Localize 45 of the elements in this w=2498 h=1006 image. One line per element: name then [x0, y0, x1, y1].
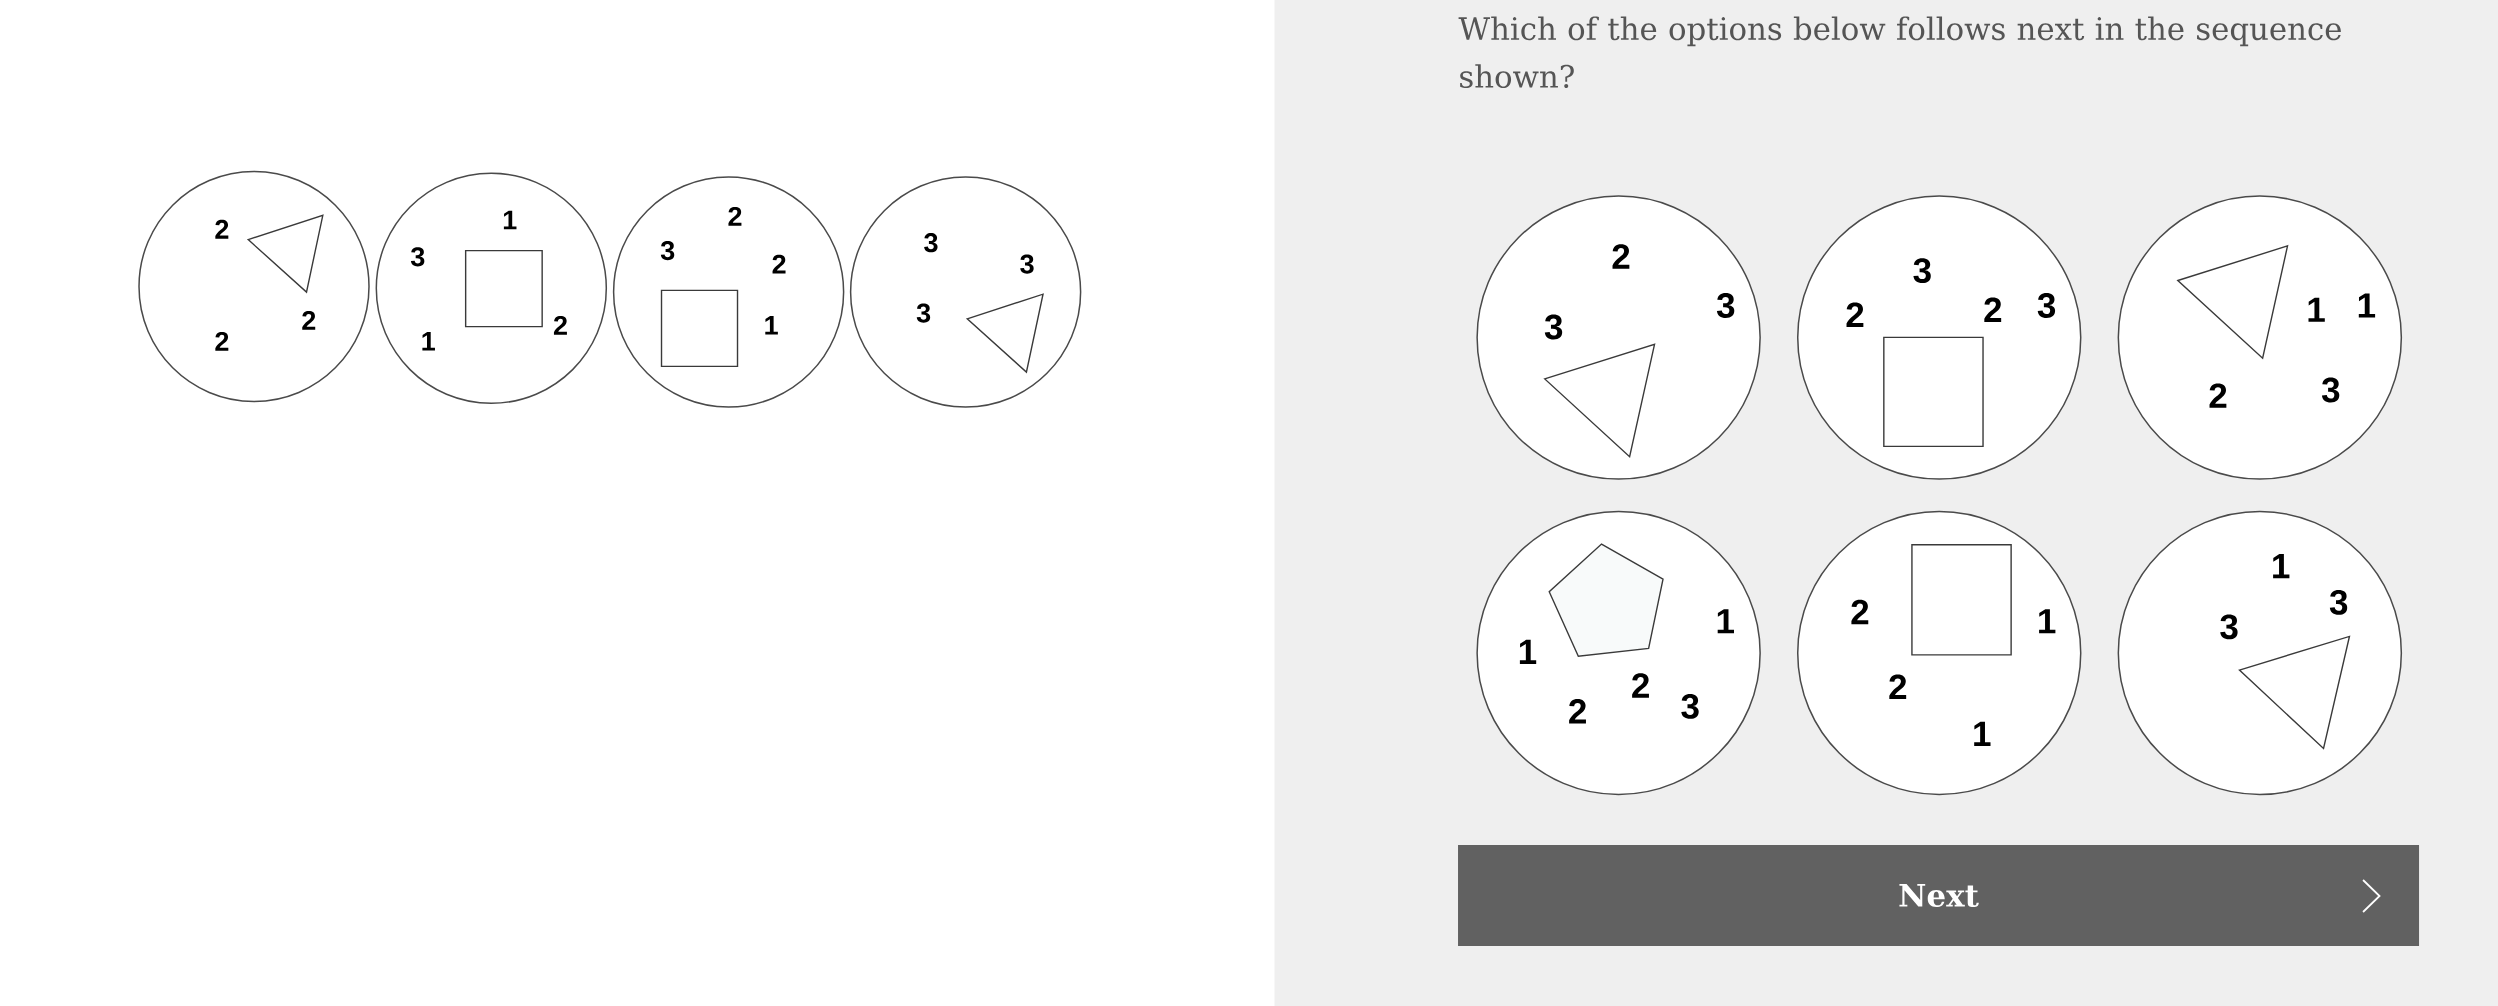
digit: 2	[1569, 699, 1586, 724]
digit: 2	[1889, 674, 1907, 700]
digit: 3	[410, 247, 425, 267]
digit: 1	[2308, 297, 2325, 322]
digit: 3	[1681, 694, 1699, 719]
pentagon-figure	[1548, 543, 1664, 657]
digit: 1	[422, 332, 435, 351]
digit: 2	[2209, 383, 2227, 408]
digit: 3	[660, 241, 675, 261]
digit: 3	[2037, 293, 2056, 318]
digit: 3	[1544, 314, 1563, 340]
digit: 2	[1632, 673, 1649, 698]
digit: 2	[215, 219, 229, 239]
digit: 1	[2039, 609, 2056, 634]
digit: 2	[302, 311, 316, 330]
digit: 2	[1984, 297, 2002, 322]
digit: 3	[2329, 589, 2348, 615]
digit: 2	[1612, 244, 1630, 269]
square-figure	[660, 289, 739, 368]
digit: 1	[1974, 721, 1991, 746]
digit: 3	[1020, 254, 1034, 274]
digit: 1	[2273, 554, 2290, 579]
next-button: Next	[1458, 845, 2420, 946]
triangle-figure	[2238, 635, 2351, 750]
digit: 3	[1716, 293, 1735, 318]
digit: 2	[215, 331, 229, 351]
square-figure	[1911, 544, 2012, 656]
digit: 2	[728, 206, 742, 226]
square-figure	[1883, 336, 1984, 448]
digit: 3	[2220, 614, 2238, 640]
digit: 2	[1851, 599, 1869, 625]
digit: 1	[1717, 609, 1734, 634]
digit: 3	[2321, 377, 2340, 403]
question-text: Which of the options below follows next in the sequence shown?	[1458, 16, 2341, 89]
digit: 3	[916, 303, 931, 323]
digit: 1	[2358, 293, 2376, 318]
digit: 3	[1913, 258, 1931, 284]
square-figure	[464, 249, 543, 328]
digit: 1	[503, 210, 517, 230]
digit: 2	[772, 254, 786, 274]
digit: 3	[924, 233, 938, 253]
digit: 1	[765, 316, 778, 335]
digit: 1	[1519, 639, 1537, 664]
digit: 2	[1846, 302, 1864, 327]
digit: 2	[553, 315, 567, 335]
